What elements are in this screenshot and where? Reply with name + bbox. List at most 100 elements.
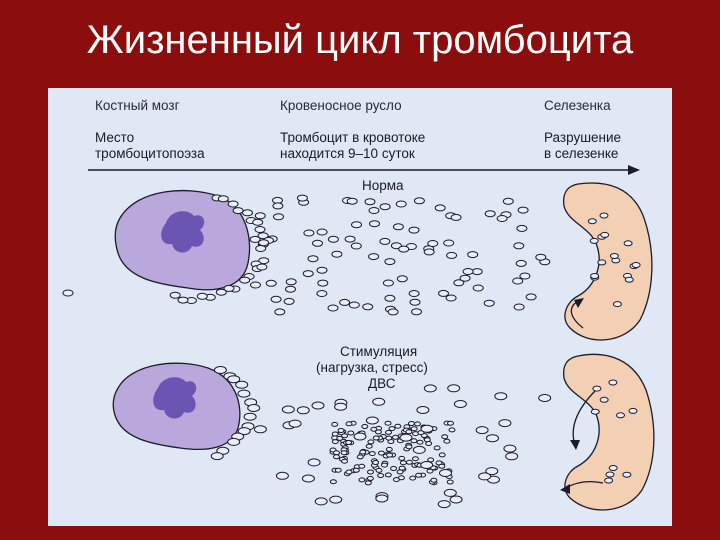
platelet: [411, 456, 419, 462]
platelet: [517, 206, 529, 214]
platelet: [340, 450, 348, 456]
platelet: [437, 500, 451, 509]
platelet: [453, 400, 467, 408]
platelet: [303, 229, 315, 237]
platelet: [420, 461, 434, 469]
platelet: [628, 407, 638, 414]
platelet: [612, 301, 622, 308]
platelet: [362, 303, 374, 311]
platelet: [253, 425, 267, 434]
platelet: [215, 288, 227, 296]
platelet: [622, 471, 632, 478]
platelet: [344, 235, 356, 243]
platelet: [314, 497, 328, 506]
platelet: [449, 495, 463, 504]
platelet: [392, 477, 400, 483]
platelet: [631, 262, 641, 268]
platelet: [396, 275, 408, 283]
platelet: [296, 406, 310, 415]
platelet: [339, 298, 351, 306]
platelet: [281, 405, 295, 414]
timeline-arrowhead: [628, 165, 640, 175]
platelet: [375, 467, 383, 473]
platelet: [384, 258, 396, 266]
platelet: [445, 294, 457, 302]
platelet: [369, 220, 380, 228]
spleen-entry-arrowhead-lower: [560, 484, 570, 494]
platelet: [496, 215, 508, 222]
platelet: [624, 276, 634, 283]
platelet: [599, 396, 609, 403]
platelet: [327, 304, 339, 312]
platelet: [446, 479, 454, 485]
platelet: [405, 444, 413, 450]
platelet: [372, 435, 380, 441]
platelet: [587, 218, 597, 225]
platelet: [227, 437, 241, 446]
platelet: [623, 240, 633, 247]
platelet: [367, 469, 374, 475]
platelet: [483, 299, 495, 307]
platelet: [512, 277, 524, 285]
platelet: [416, 439, 424, 445]
platelet: [438, 452, 446, 458]
spleen-entry-arrowhead-bottom: [570, 440, 580, 450]
platelet: [426, 468, 434, 474]
platelet: [415, 472, 423, 478]
platelet: [399, 433, 413, 442]
platelet: [608, 465, 618, 471]
platelet: [379, 203, 391, 211]
platelet: [372, 460, 380, 465]
platelet: [384, 472, 392, 478]
platelet: [384, 420, 392, 426]
platelet: [352, 467, 360, 473]
platelet: [250, 281, 261, 289]
platelet: [394, 423, 402, 429]
platelet: [351, 221, 362, 229]
platelet: [423, 437, 431, 443]
platelet: [398, 465, 406, 471]
spleen-entry-arrowhead-top: [574, 298, 584, 308]
platelet: [443, 438, 451, 444]
platelet: [367, 439, 375, 445]
megakaryocyte-normal-nucleus: [161, 211, 205, 253]
caption-bone-marrow-line2: тромбоцитопоэза: [95, 146, 205, 161]
platelet: [438, 463, 446, 469]
platelet: [375, 494, 389, 503]
platelet: [399, 460, 407, 466]
column-heading-spleen: Селезенка: [544, 98, 611, 113]
platelet: [301, 474, 315, 483]
platelet: [285, 285, 296, 293]
platelet: [405, 459, 413, 465]
platelet: [398, 455, 406, 461]
platelet: [416, 406, 430, 414]
platelet: [388, 426, 396, 432]
platelet: [358, 463, 366, 469]
caption-spleen-line1: Разрушение: [544, 130, 622, 145]
platelet: [502, 197, 514, 205]
platelet: [333, 454, 340, 460]
platelet: [311, 401, 325, 410]
platelet: [408, 421, 415, 426]
platelet: [302, 270, 314, 278]
platelet: [242, 209, 253, 217]
platelet: [239, 276, 251, 284]
platelet: [485, 467, 499, 476]
platelet: [599, 212, 609, 219]
platelet: [384, 294, 396, 302]
platelets: [62, 194, 641, 509]
platelet: [237, 389, 251, 398]
platelet: [329, 479, 337, 485]
platelet: [336, 435, 344, 441]
platelet: [423, 248, 435, 256]
platelet: [608, 379, 618, 386]
platelet: [353, 432, 367, 441]
platelet: [213, 366, 227, 374]
platelet: [285, 278, 297, 286]
column-heading-bloodstream: Кровеносное русло: [280, 98, 402, 113]
platelet: [307, 255, 319, 263]
stimulation-label-line3: ДВС: [368, 376, 396, 391]
platelet: [316, 228, 328, 236]
platelet: [390, 466, 398, 471]
platelet: [254, 226, 266, 233]
